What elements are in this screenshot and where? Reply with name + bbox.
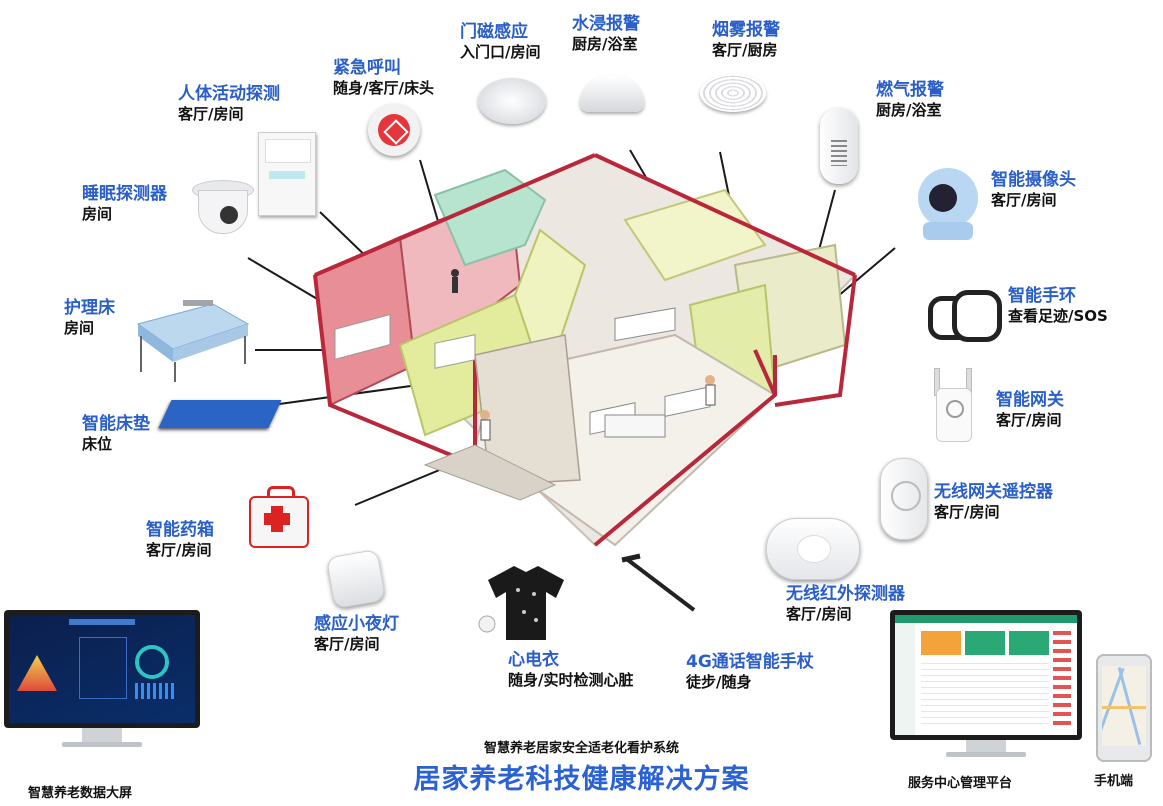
- terminal-caption-bigscreen: 智慧养老数据大屏: [28, 786, 133, 801]
- device-location: 厨房/浴室: [876, 101, 942, 120]
- service-center-monitor: [890, 610, 1082, 757]
- device-title: 心电衣: [508, 650, 559, 670]
- page-title: 居家养老科技健康解决方案: [413, 764, 750, 795]
- device-title: 智能药箱: [146, 520, 214, 540]
- device-title: 护理床: [64, 298, 115, 318]
- label-sleep-detector: 睡眠探测器 房间: [82, 184, 167, 224]
- label-night-light: 感应小夜灯 客厅/房间: [314, 614, 399, 654]
- device-location: 房间: [64, 319, 95, 338]
- smart-cane-icon: [620, 552, 700, 620]
- label-water-sensor: 水浸报警 厨房/浴室: [572, 14, 640, 54]
- remote-control-icon: [880, 458, 928, 540]
- device-title: 燃气报警: [876, 80, 944, 100]
- label-door-sensor: 门磁感应 入门口/房间: [460, 22, 540, 62]
- device-location: 客厅/厨房: [712, 41, 778, 60]
- label-camera: 智能摄像头 客厅/房间: [991, 170, 1076, 210]
- device-location: 厨房/浴室: [572, 35, 638, 54]
- pir-detector-icon: [258, 132, 316, 216]
- gas-alarm-icon: [820, 108, 858, 184]
- device-location: 客厅/房间: [314, 635, 380, 654]
- label-gas-alarm: 燃气报警 厨房/浴室: [876, 80, 944, 120]
- device-location: 入门口/房间: [460, 43, 541, 62]
- label-sos: 紧急呼叫 随身/客厅/床头: [333, 58, 434, 98]
- label-medicine-box: 智能药箱 客厅/房间: [146, 520, 214, 560]
- device-title: 门磁感应: [460, 22, 528, 42]
- mobile-phone: [1096, 654, 1152, 762]
- device-location: 客厅/房间: [991, 191, 1057, 210]
- label-remote: 无线网关遥控器 客厅/房间: [934, 482, 1053, 522]
- device-title: 烟雾报警: [712, 20, 780, 40]
- device-title: 紧急呼叫: [333, 58, 401, 78]
- device-location: 客厅/房间: [996, 411, 1062, 430]
- device-title: 睡眠探测器: [82, 184, 167, 204]
- terminal-caption-mobile: 手机端: [1094, 774, 1134, 789]
- device-location: 徒步/随身: [686, 673, 752, 692]
- device-location: 随身/客厅/床头: [333, 79, 434, 98]
- label-gateway: 智能网关 客厅/房间: [996, 390, 1064, 430]
- house-floorplan: [313, 153, 857, 547]
- nursing-bed-icon: [133, 294, 251, 390]
- label-smart-band: 智能手环 查看足迹/SOS: [1008, 286, 1108, 326]
- smoke-alarm-icon: [700, 74, 766, 112]
- device-title: 人体活动探测: [178, 84, 280, 104]
- label-smart-cane: 4G通话智能手杖 徒步/随身: [686, 652, 814, 692]
- ir-detector-icon: [766, 518, 860, 580]
- camera-icon: [915, 168, 981, 240]
- ecg-shirt-icon: [474, 560, 574, 646]
- door-sensor-icon: [478, 78, 546, 124]
- label-smart-mattress: 智能床垫 床位: [82, 414, 150, 454]
- smart-band-icon: [928, 290, 1002, 342]
- terminal-caption-service: 服务中心管理平台: [908, 776, 1013, 791]
- device-location: 房间: [82, 205, 113, 224]
- label-ir-detector: 无线红外探测器 客厅/房间: [786, 584, 905, 624]
- subtitle: 智慧养老居家安全适老化看护系统: [483, 741, 679, 756]
- big-data-screen: [4, 610, 200, 747]
- device-title: 无线红外探测器: [786, 584, 905, 604]
- device-location: 客厅/房间: [934, 503, 1000, 522]
- sleep-detector-icon: [192, 180, 254, 242]
- device-title: 智能摄像头: [991, 170, 1076, 190]
- sos-button-icon: [368, 104, 420, 156]
- gateway-icon: [932, 368, 974, 442]
- label-smoke-alarm: 烟雾报警 客厅/厨房: [712, 20, 780, 60]
- label-pir: 人体活动探测 客厅/房间: [178, 84, 280, 124]
- smart-mattress-icon: [158, 400, 282, 428]
- device-title: 感应小夜灯: [314, 614, 399, 634]
- device-location: 客厅/房间: [178, 105, 244, 124]
- device-title: 4G通话智能手杖: [686, 652, 814, 672]
- device-title: 智能手环: [1008, 286, 1076, 306]
- device-title: 水浸报警: [572, 14, 640, 34]
- device-location: 床位: [82, 435, 113, 454]
- water-sensor-icon: [580, 76, 644, 112]
- device-title: 无线网关遥控器: [934, 482, 1053, 502]
- device-title: 智能床垫: [82, 414, 150, 434]
- device-location: 随身/实时检测心脏: [508, 671, 634, 690]
- device-location: 客厅/房间: [146, 541, 212, 560]
- night-light-icon: [325, 548, 387, 610]
- label-ecg-shirt: 心电衣 随身/实时检测心脏: [508, 650, 633, 690]
- device-location: 查看足迹/SOS: [1008, 307, 1108, 326]
- label-nursing-bed: 护理床 房间: [64, 298, 115, 338]
- medicine-box-icon: [249, 486, 309, 548]
- device-location: 客厅/房间: [786, 605, 852, 624]
- device-title: 智能网关: [996, 390, 1064, 410]
